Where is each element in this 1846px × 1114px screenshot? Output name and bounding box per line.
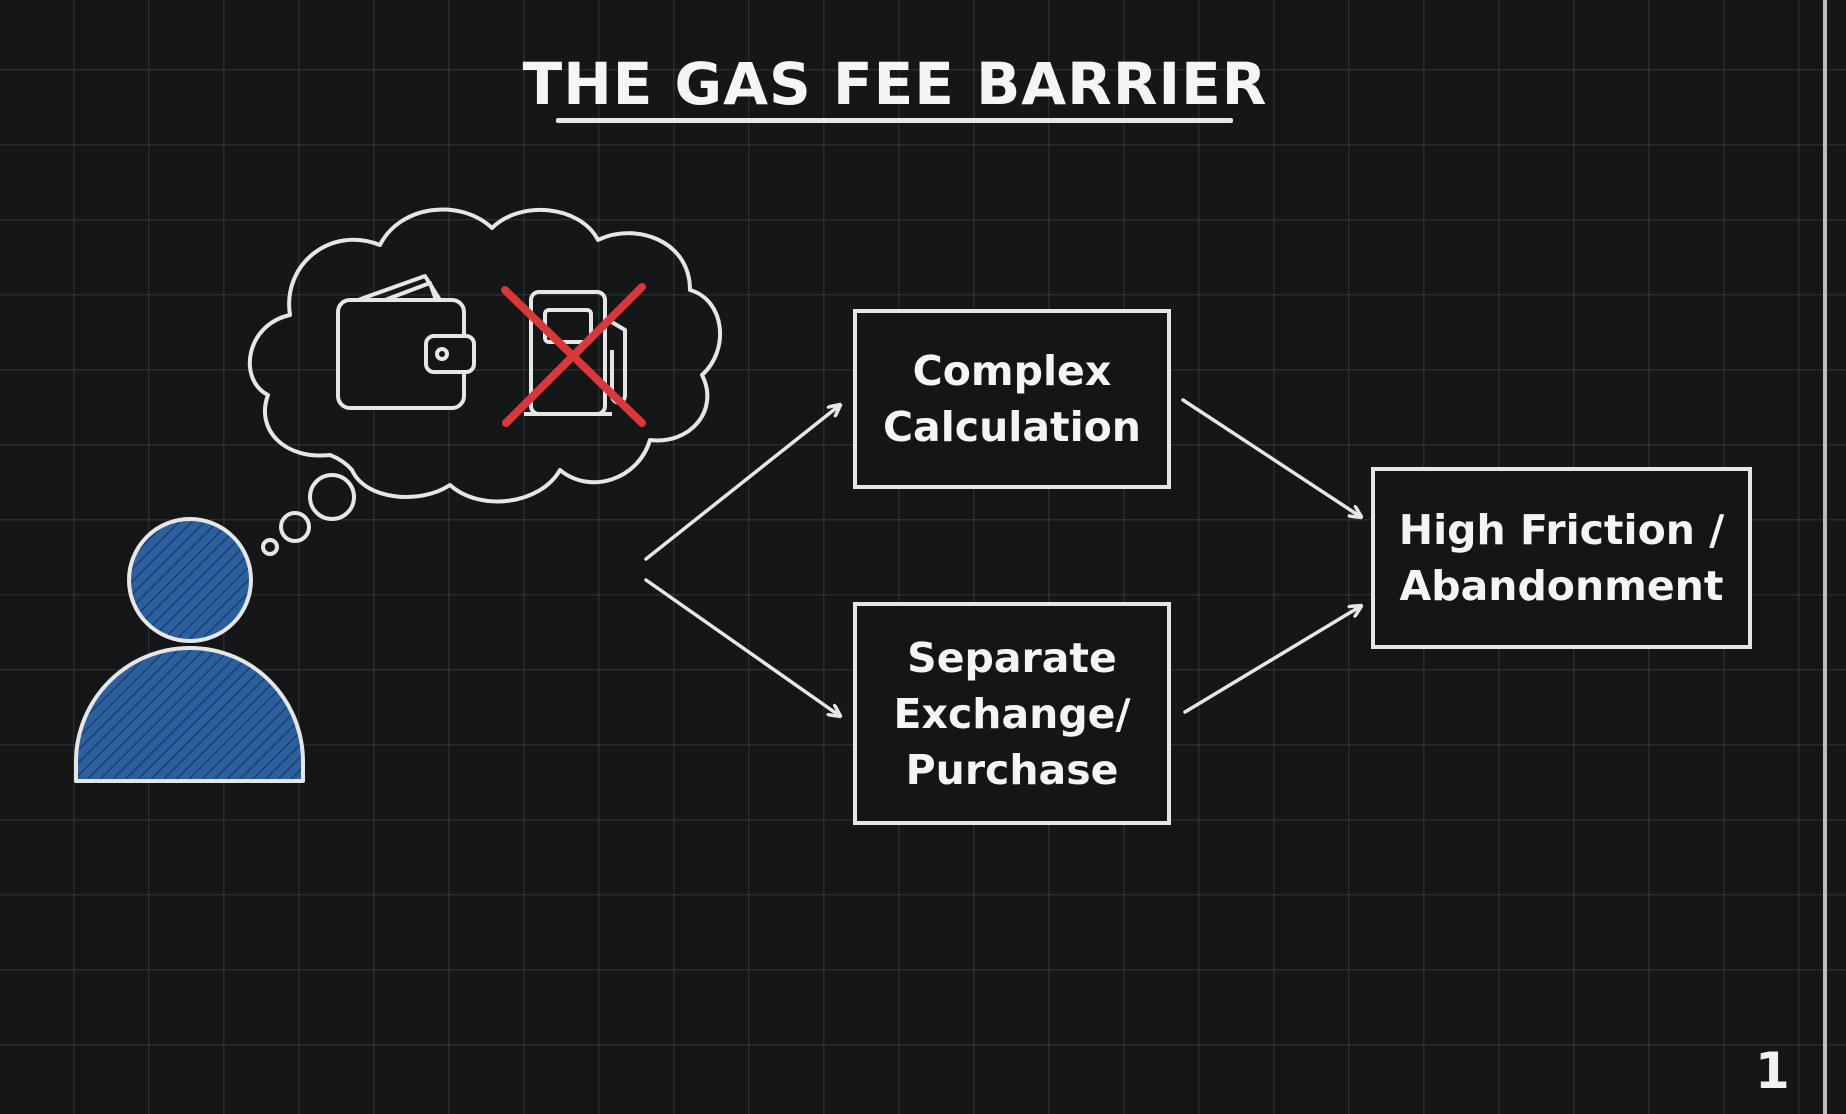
title-underline xyxy=(556,118,1233,123)
node-complex-calculation: Complex Calculation xyxy=(853,309,1171,489)
wallet-icon xyxy=(336,274,476,410)
person-icon xyxy=(74,517,305,783)
arrow-person-to-separate xyxy=(644,578,840,716)
connector-arrows xyxy=(644,398,1361,716)
right-margin-line xyxy=(1823,0,1827,1114)
thought-cloud-icon xyxy=(247,207,723,504)
arrow-complex-to-friction xyxy=(1181,398,1361,517)
thought-bubbles-icon xyxy=(261,473,356,556)
node-high-friction-abandonment: High Friction / Abandonment xyxy=(1371,467,1752,649)
page-number: 1 xyxy=(1755,1042,1790,1100)
node-separate-exchange-purchase: Separate Exchange/ Purchase xyxy=(853,602,1171,825)
arrow-person-to-complex xyxy=(644,405,840,561)
cross-icon xyxy=(501,283,646,427)
diagram-title: THE GAS FEE BARRIER xyxy=(522,50,1268,118)
arrow-separate-to-friction xyxy=(1183,606,1361,714)
